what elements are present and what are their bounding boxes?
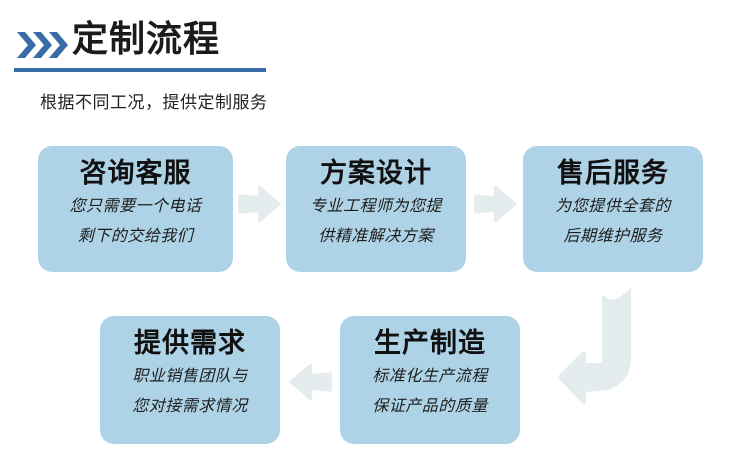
card-desc-line-2: 供精准解决方案 <box>318 228 434 245</box>
arrow-right-icon <box>236 184 282 224</box>
process-step-card-aftersales[interactable]: 售后服务 为您提供全套的 后期维护服务 <box>523 146 703 272</box>
card-desc-line-1: 职业销售团队与 <box>132 368 248 385</box>
page-subtitle: 根据不同工况，提供定制服务 <box>40 93 268 112</box>
card-desc-line-1: 标准化生产流程 <box>372 368 488 385</box>
arrow-uturn-down-left-icon <box>556 286 686 411</box>
card-desc-line-2: 您对接需求情况 <box>132 398 248 415</box>
card-title: 提供需求 <box>134 328 246 358</box>
card-title: 方案设计 <box>320 158 432 188</box>
arrow-left-icon <box>288 362 334 402</box>
card-desc-line-1: 为您提供全套的 <box>555 198 671 215</box>
page-header: 定制流程 <box>14 16 614 74</box>
card-desc-line-2: 后期维护服务 <box>563 228 663 245</box>
card-title: 咨询客服 <box>79 158 192 188</box>
title-underline-rule <box>14 68 266 72</box>
card-desc-line-2: 剩下的交给我们 <box>77 228 194 245</box>
card-title: 生产制造 <box>374 328 486 358</box>
card-title: 售后服务 <box>557 158 669 188</box>
card-desc-line-1: 专业工程师为您提 <box>309 198 442 215</box>
page-title: 定制流程 <box>72 18 221 59</box>
arrow-right-icon <box>472 184 518 224</box>
triple-chevron-right-icon <box>16 30 70 60</box>
card-desc-line-2: 保证产品的质量 <box>372 398 488 415</box>
process-step-card-consult[interactable]: 咨询客服 您只需要一个电话 剩下的交给我们 <box>38 146 233 272</box>
process-step-card-manufacturing[interactable]: 生产制造 标准化生产流程 保证产品的质量 <box>340 316 520 444</box>
card-desc-line-1: 您只需要一个电话 <box>69 198 202 215</box>
process-step-card-requirements[interactable]: 提供需求 职业销售团队与 您对接需求情况 <box>100 316 280 444</box>
process-step-card-design[interactable]: 方案设计 专业工程师为您提 供精准解决方案 <box>286 146 466 272</box>
